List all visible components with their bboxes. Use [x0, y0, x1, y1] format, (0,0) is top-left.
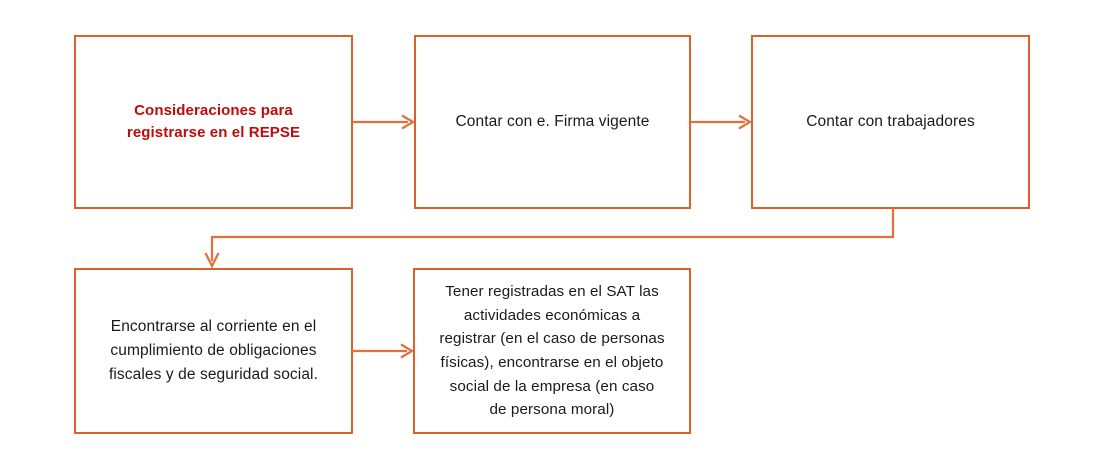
- flow-node-label: Consideraciones para registrarse en el R…: [126, 101, 301, 142]
- arrow-icon-node4-to-node5: [352, 337, 415, 365]
- flow-node-label: Contar con trabajadores: [806, 112, 975, 130]
- arrow-icon-node1-to-node2: [352, 108, 416, 136]
- flow-node-label: Tener registradas en el SAT las activida…: [439, 283, 665, 419]
- flow-node-actividades-sat[interactable]: Tener registradas en el SAT las activida…: [413, 268, 691, 434]
- flow-node-contar-trabajadores[interactable]: Contar con trabajadores: [751, 35, 1030, 209]
- flow-node-consideraciones-repse[interactable]: Consideraciones para registrarse en el R…: [74, 35, 353, 209]
- flow-node-obligaciones-fiscales[interactable]: Encontrarse al corriente en el cumplimie…: [74, 268, 353, 434]
- flow-node-label: Contar con e. Firma vigente: [455, 112, 650, 130]
- arrow-icon-node2-to-node3: [690, 108, 753, 136]
- elbow-arrow-icon-node3-to-node4: [200, 205, 906, 273]
- flow-node-label: Encontrarse al corriente en el cumplimie…: [108, 317, 318, 383]
- flow-node-efirma-vigente[interactable]: Contar con e. Firma vigente: [414, 35, 691, 209]
